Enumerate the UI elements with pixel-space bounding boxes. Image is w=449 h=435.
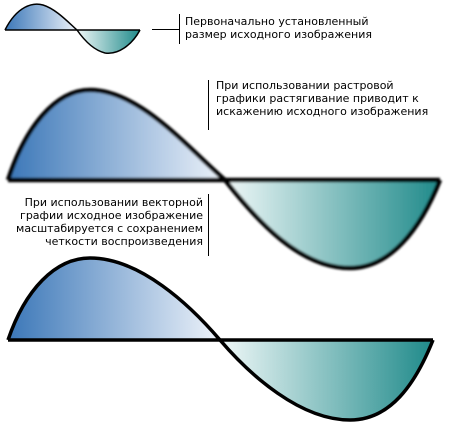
vector-wave-top-fill [8,258,220,340]
original-wave [4,3,141,54]
raster-wave-bottom-fill [225,180,440,268]
original-caption-connector [152,29,179,30]
original-caption-bracket [179,14,180,44]
vector-wave [6,256,435,422]
raster-caption: При использовании растровой графики раст… [216,79,429,118]
raster-wave-top-fill [8,90,225,180]
original-size-caption: Первоначально установленный размер исход… [185,15,372,41]
vector-caption-bracket [208,194,209,256]
raster-caption-bracket [208,80,209,130]
vector-wave-bottom-fill [220,340,433,420]
original-wave-top-fill [5,4,77,30]
raster-wave [5,87,443,271]
vector-caption: При использовании векторной графии исход… [16,196,203,248]
